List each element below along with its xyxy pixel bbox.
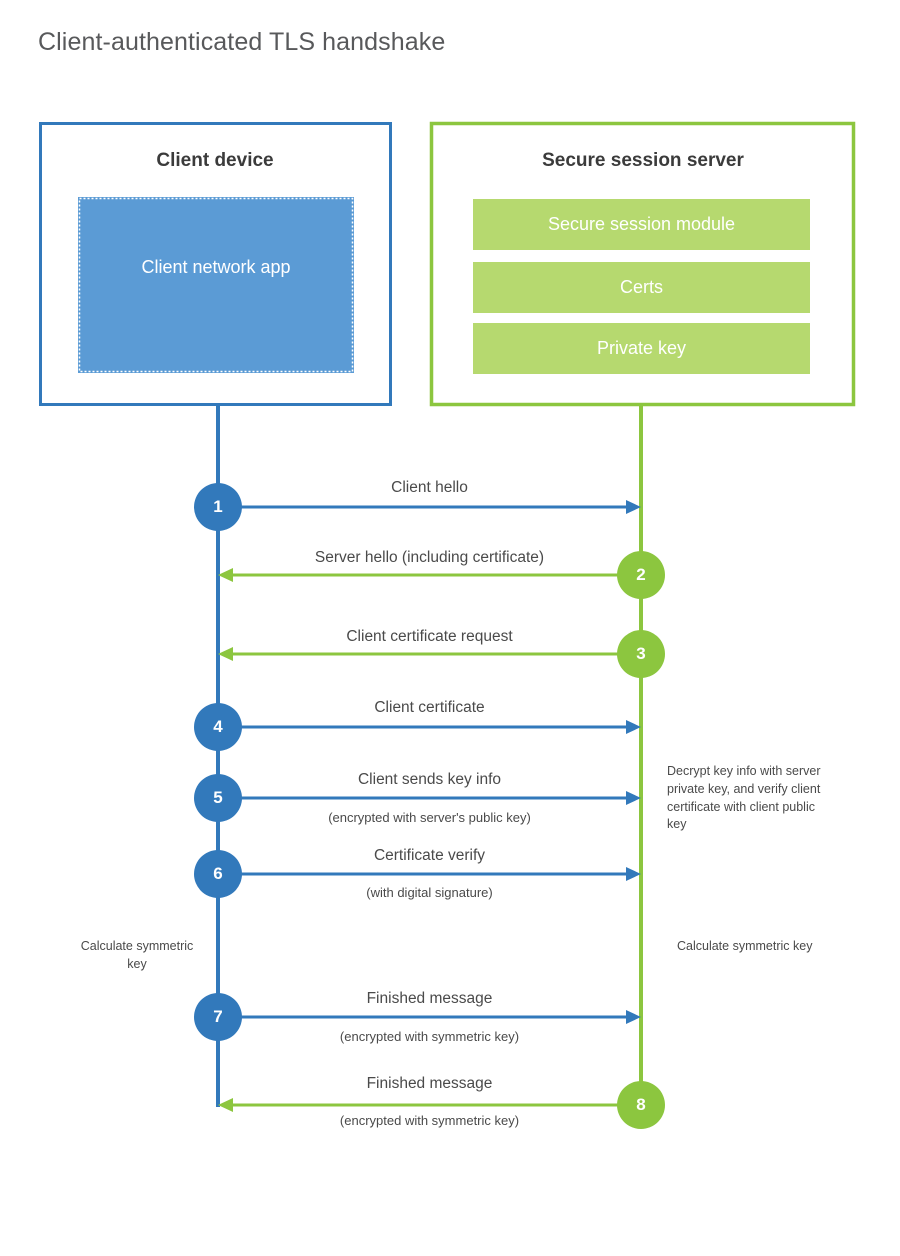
client-calculate-symmetric-key-note: Calculate symmetric key: [80, 939, 194, 971]
server-module-bar-2: [473, 323, 810, 374]
step-circle-5: [194, 774, 242, 822]
client-network-app-block: [78, 197, 354, 373]
server-module-label-secure-session-module: Secure session module: [547, 214, 736, 234]
message-arrow-6: [218, 867, 641, 881]
message-label-2: Server hello (including certificate): [314, 549, 545, 566]
message-arrow-2: [218, 568, 641, 582]
message-label-7: Finished message: [366, 990, 493, 1007]
step-circle-2: [617, 551, 665, 599]
message-arrow-4: [218, 720, 641, 734]
step-circle-3: [617, 630, 665, 678]
server-module-bar-1: [473, 262, 810, 313]
step-circle-1: [194, 483, 242, 531]
secure-session-server-title: Secure session server: [542, 150, 744, 171]
step-circle-6: [194, 850, 242, 898]
step-circle-8: [617, 1081, 665, 1129]
page-title: Client-authenticated TLS handshake: [38, 28, 446, 56]
message-label-1: Client hello: [391, 479, 468, 496]
step-circle-4: [194, 703, 242, 751]
message-sublabel-7: (encrypted with symmetric key): [339, 1029, 520, 1044]
message-arrow-3: [218, 647, 641, 661]
server-module-label-private-key: Private key: [596, 338, 687, 358]
message-arrow-5: [218, 791, 641, 805]
message-label-3: Client certificate request: [346, 628, 513, 645]
server-module-label-certs: Certs: [619, 277, 663, 297]
server-module-bar-0: [473, 199, 810, 250]
client-device-title: Client device: [156, 150, 274, 171]
message-label-5: Client sends key info: [357, 771, 502, 788]
message-arrow-1: [218, 500, 641, 514]
server-decrypt-note: Decrypt key info with server private key…: [667, 764, 821, 832]
server-calculate-symmetric-key-note: Calculate symmetric key: [677, 939, 813, 953]
message-sublabel-8: (encrypted with symmetric key): [339, 1113, 520, 1128]
message-label-6: Certificate verify: [373, 847, 486, 864]
message-arrow-7: [218, 1010, 641, 1024]
step-circle-7: [194, 993, 242, 1041]
client-network-app-dash-border: [78, 197, 354, 373]
message-sublabel-6: (with digital signature): [366, 885, 493, 900]
message-label-8: Finished message: [366, 1075, 493, 1092]
client-network-app-label: Client network app: [141, 257, 291, 277]
message-arrow-8: [218, 1098, 641, 1112]
message-label-4: Client certificate: [374, 699, 485, 716]
message-sublabel-5: (encrypted with server's public key): [328, 810, 531, 825]
